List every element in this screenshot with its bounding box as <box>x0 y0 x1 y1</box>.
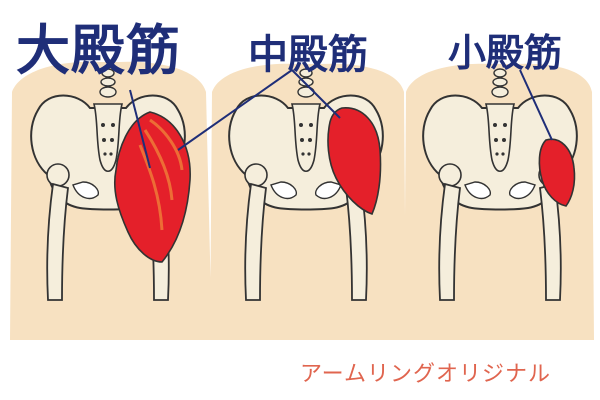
panel-gluteus-medius <box>210 63 406 340</box>
panel-gluteus-maximus <box>10 61 212 340</box>
label-gluteus-minimus: 小殿筋 <box>448 31 563 75</box>
leader-lines <box>129 69 553 169</box>
gluteus-maximus-fibers <box>138 118 184 231</box>
leader-line-maximus <box>129 89 151 169</box>
leader-line-medius <box>177 69 293 151</box>
label-gluteus-maximus: 大殿筋 <box>16 19 181 82</box>
gluteus-maximus-muscle <box>113 111 191 263</box>
gluteus-medius-muscle <box>327 107 382 215</box>
leader-line-minimus <box>519 69 553 141</box>
gluteus-minimus-muscle <box>538 138 576 207</box>
leader-line-medius <box>291 69 341 119</box>
label-gluteus-medius: 中殿筋 <box>248 32 368 78</box>
panel-gluteus-minimus <box>404 63 594 340</box>
credit-text: アームリングオリジナル <box>300 362 552 387</box>
